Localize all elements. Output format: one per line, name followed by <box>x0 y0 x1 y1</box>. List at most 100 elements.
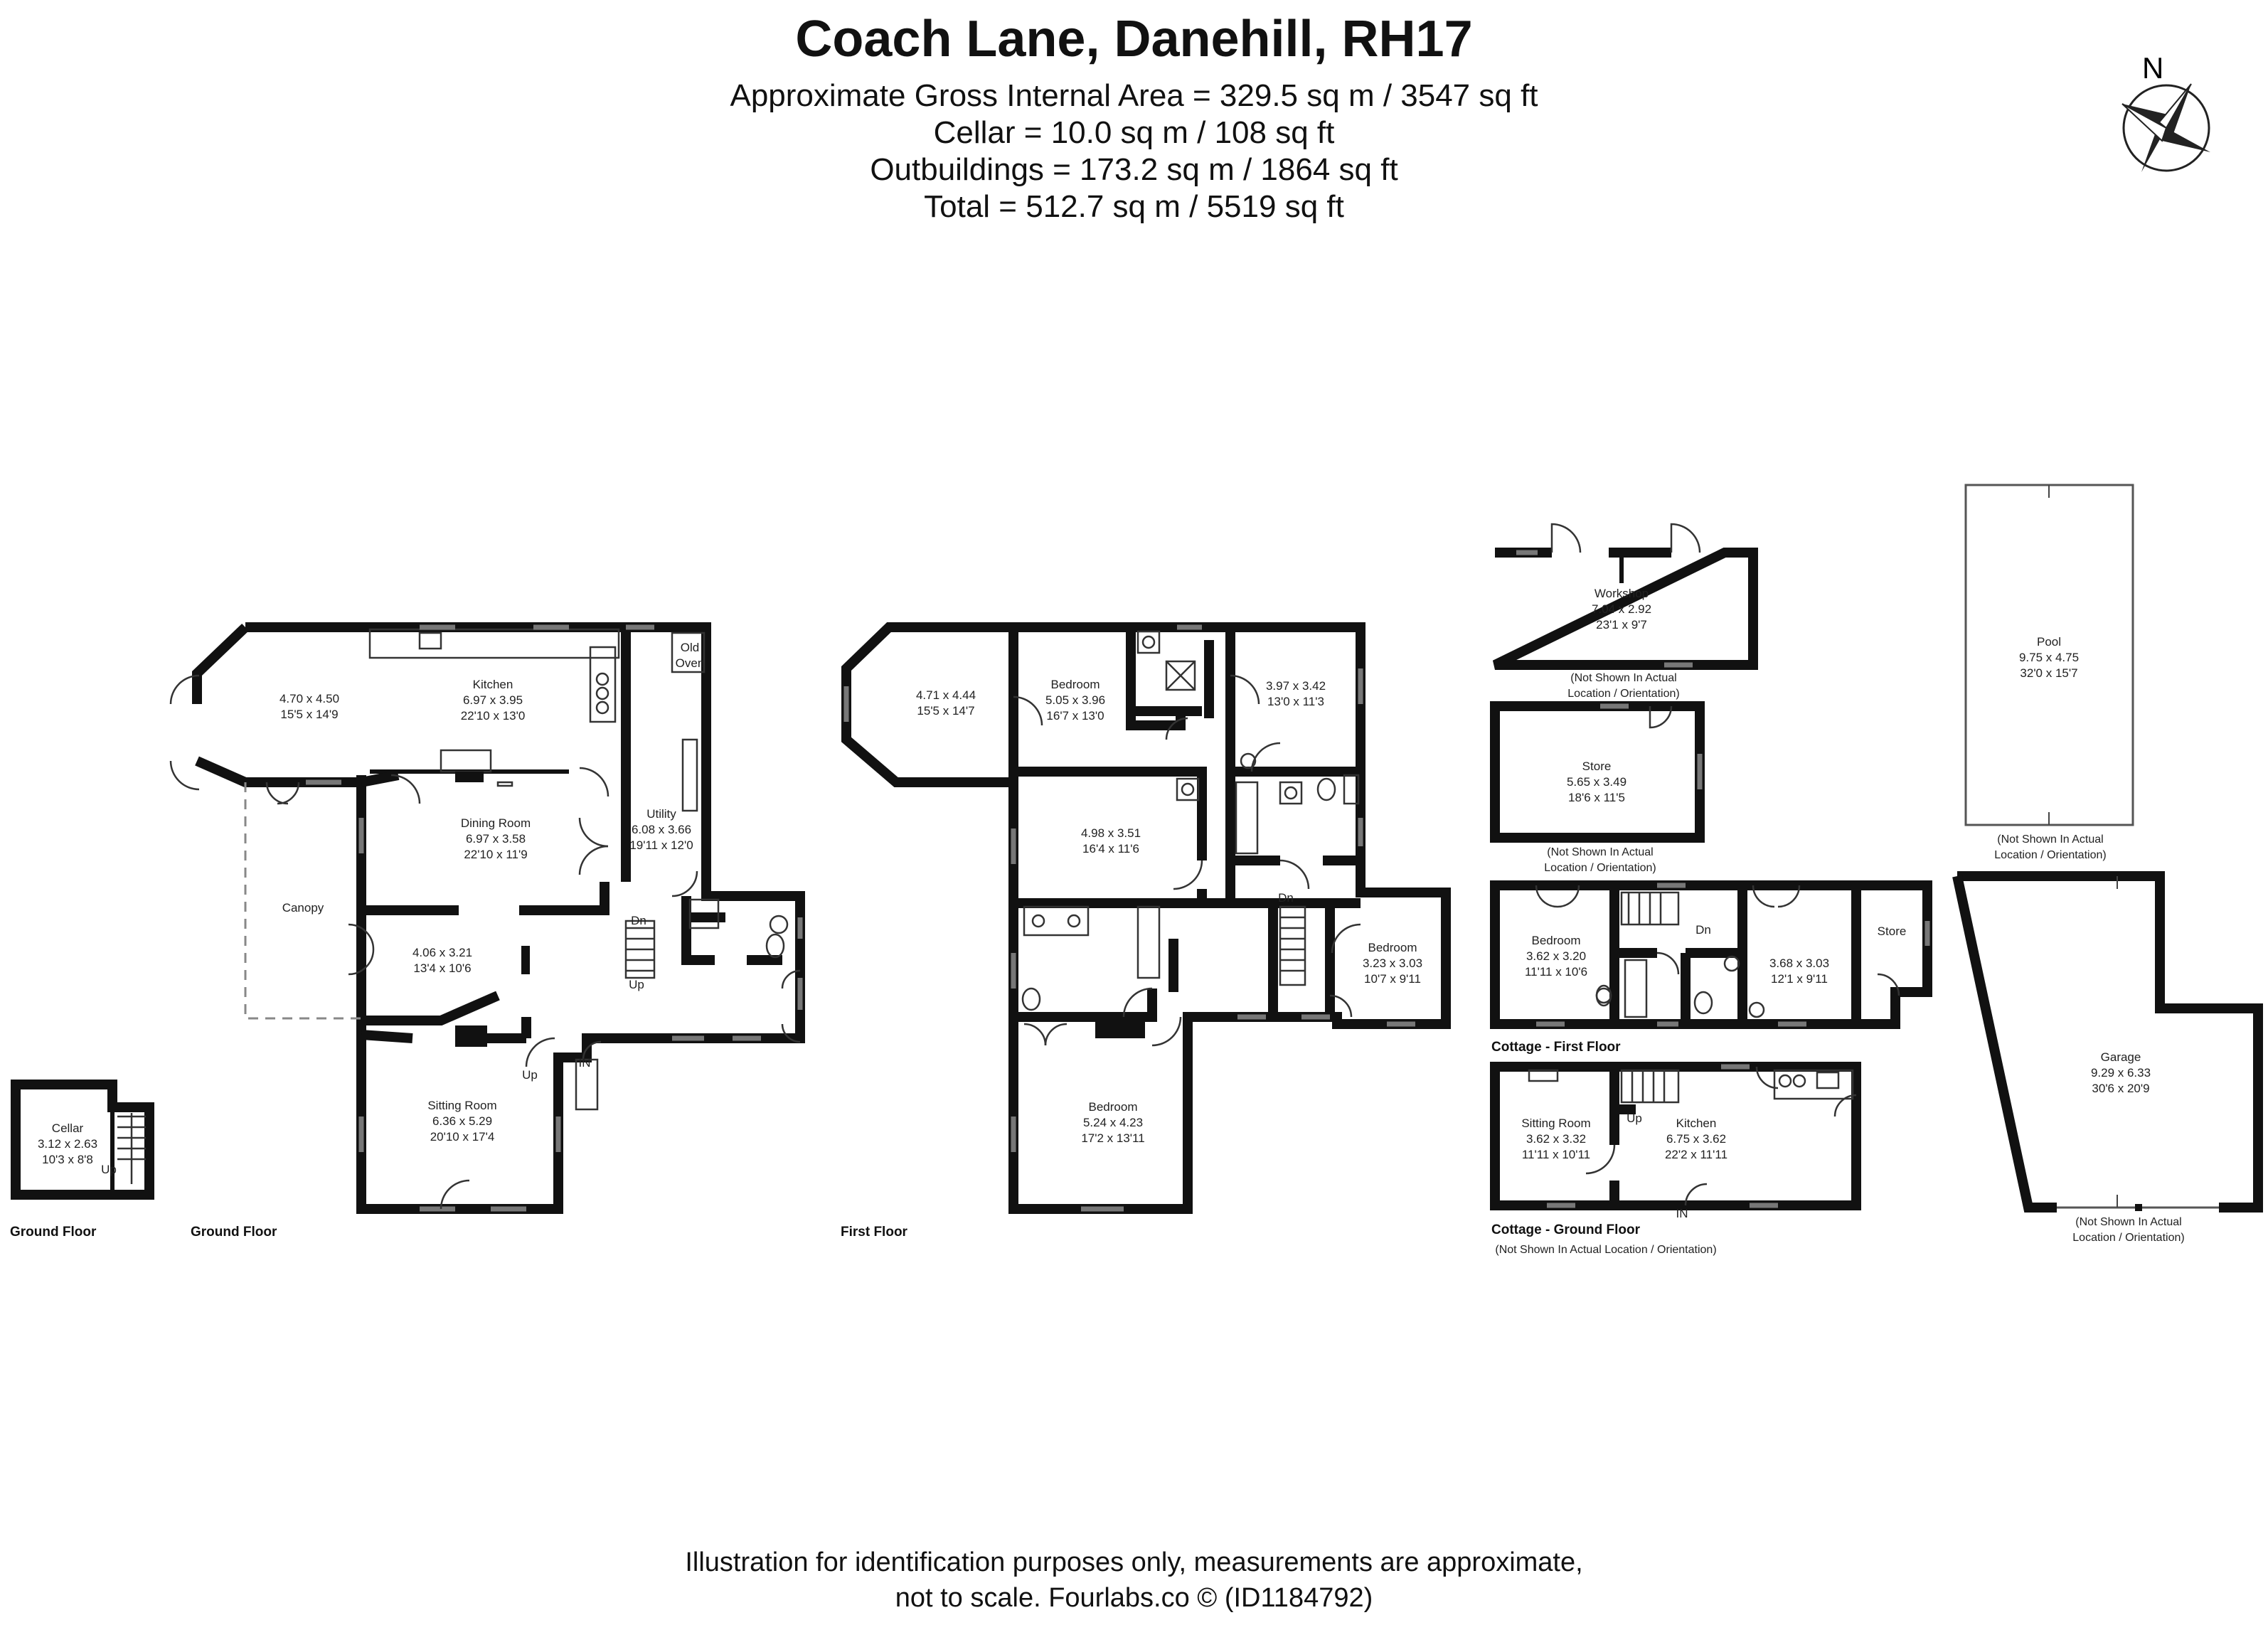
utility-metric: 6.08 x 3.66 <box>632 823 691 836</box>
page-title: Coach Lane, Danehill, RH17 <box>795 11 1473 68</box>
store-metric: 5.65 x 3.49 <box>1567 775 1627 789</box>
cellar-floor-label: Ground Floor <box>10 1225 97 1240</box>
store-note-1: (Not Shown In Actual <box>1547 846 1653 858</box>
gf-study-imperial: 13'4 x 10'6 <box>413 961 471 975</box>
workshop-note-2: Location / Orientation) <box>1567 688 1679 700</box>
old-oven-label-2: Oven <box>676 656 705 670</box>
workshop-note-1: (Not Shown In Actual <box>1570 672 1676 684</box>
outbuildings-area: Outbuildings = 173.2 sq m / 1864 sq ft <box>870 152 1398 187</box>
cottage-kitchen-name: Kitchen <box>1676 1117 1717 1130</box>
gf-in-label: IN <box>579 1056 591 1070</box>
gf-up-label-2: Up <box>522 1068 538 1082</box>
sitting-imperial: 20'10 x 17'4 <box>430 1130 495 1144</box>
cellar-name: Cellar <box>52 1121 84 1135</box>
ff-corner-imperial: 13'0 x 11'3 <box>1267 695 1324 708</box>
cottage-first-floor-plan: Bedroom 3.62 x 3.20 11'11 x 10'6 3.68 x … <box>1490 880 1932 1055</box>
store-name: Store <box>1582 760 1612 773</box>
ff-bay-imperial: 15'5 x 14'7 <box>917 704 974 718</box>
cottage-bed2-metric: 3.68 x 3.03 <box>1769 956 1829 970</box>
pool-name: Pool <box>2037 635 2061 649</box>
cottage-bed1-metric: 3.62 x 3.20 <box>1526 949 1586 963</box>
ff-mid-imperial: 16'4 x 11'6 <box>1082 842 1139 856</box>
gf-dn-label: Dn <box>631 914 646 927</box>
dining-imperial: 22'10 x 11'9 <box>464 848 527 861</box>
cottage-note: (Not Shown In Actual Location / Orientat… <box>1495 1244 1716 1256</box>
workshop-imperial: 23'1 x 9'7 <box>1596 618 1647 632</box>
cottage-kitchen-imperial: 22'2 x 11'11 <box>1665 1148 1727 1161</box>
cottage-dn-label: Dn <box>1695 923 1711 937</box>
kitchen-name: Kitchen <box>473 678 513 691</box>
ground-floor-plan: 4.70 x 4.50 15'5 x 14'9 Kitchen 6.97 x 3… <box>169 622 805 1214</box>
store-note-2: Location / Orientation) <box>1544 862 1656 874</box>
ff-bed1-name: Bedroom <box>1051 678 1100 691</box>
ff-bed-main-metric: 5.24 x 4.23 <box>1083 1116 1143 1129</box>
ff-dn-label: Dn <box>1278 891 1294 905</box>
cottage-ground-floor-plan: Sitting Room 3.62 x 3.32 11'11 x 10'11 K… <box>1490 1062 1861 1256</box>
garage-imperial: 30'6 x 20'9 <box>2092 1082 2149 1095</box>
garage-note-2: Location / Orientation) <box>2072 1232 2184 1244</box>
sitting-name: Sitting Room <box>427 1099 496 1112</box>
cottage-kitchen-metric: 6.75 x 3.62 <box>1666 1132 1726 1146</box>
gross-internal-area: Approximate Gross Internal Area = 329.5 … <box>730 78 1538 113</box>
cottage-bed2-imperial: 12'1 x 9'11 <box>1771 972 1828 986</box>
ff-bed-small-metric: 3.23 x 3.03 <box>1363 956 1422 970</box>
cellar-imperial: 10'3 x 8'8 <box>42 1153 93 1166</box>
ff-bed-small-imperial: 10'7 x 9'11 <box>1364 972 1421 986</box>
garage-plan: Garage 9.29 x 6.33 30'6 x 20'9 (Not Show… <box>1952 871 2263 1244</box>
ff-corner-metric: 3.97 x 3.42 <box>1266 679 1326 693</box>
ff-mid-metric: 4.98 x 3.51 <box>1081 826 1141 840</box>
ff-bay-metric: 4.71 x 4.44 <box>916 688 976 702</box>
gf-garden-room-imperial: 15'5 x 14'9 <box>280 708 338 721</box>
pool-metric: 9.75 x 4.75 <box>2019 651 2079 664</box>
ff-bed-main-name: Bedroom <box>1089 1100 1138 1114</box>
cottage-first-floor-label: Cottage - First Floor <box>1491 1040 1621 1055</box>
pool-note-2: Location / Orientation) <box>1994 849 2106 861</box>
cottage-sitting-imperial: 11'11 x 10'11 <box>1522 1148 1590 1161</box>
canopy-name: Canopy <box>282 901 324 915</box>
cottage-bed1-name: Bedroom <box>1532 934 1581 947</box>
first-floor-label: First Floor <box>841 1225 908 1240</box>
cellar-plan: Cellar 3.12 x 2.63 10'3 x 8'8 Up <box>11 1080 154 1200</box>
cellar-area: Cellar = 10.0 sq m / 108 sq ft <box>933 115 1335 150</box>
cottage-store-name: Store <box>1878 924 1907 938</box>
ff-bed1-imperial: 16'7 x 13'0 <box>1046 709 1104 723</box>
ground-floor-label: Ground Floor <box>191 1225 277 1240</box>
cottage-up-label: Up <box>1627 1112 1642 1125</box>
pool-plan: Pool 9.75 x 4.75 32'0 x 15'7 (Not Shown … <box>1964 484 2134 861</box>
ff-bed-main-imperial: 17'2 x 13'11 <box>1081 1131 1144 1145</box>
old-oven-label-1: Old <box>681 641 699 654</box>
gf-study-metric: 4.06 x 3.21 <box>412 946 472 959</box>
footer-line-1: Illustration for identification purposes… <box>685 1547 1583 1577</box>
workshop-metric: 7.04 x 2.92 <box>1592 602 1651 616</box>
cottage-sitting-name: Sitting Room <box>1521 1117 1590 1130</box>
store-imperial: 18'6 x 11'5 <box>1568 791 1625 804</box>
utility-name: Utility <box>646 807 676 821</box>
cottage-sitting-metric: 3.62 x 3.32 <box>1526 1132 1586 1146</box>
sitting-metric: 6.36 x 5.29 <box>432 1114 492 1128</box>
kitchen-imperial: 22'10 x 13'0 <box>461 709 526 723</box>
kitchen-metric: 6.97 x 3.95 <box>463 693 523 707</box>
pool-imperial: 32'0 x 15'7 <box>2020 666 2077 680</box>
gf-up-label: Up <box>629 978 644 991</box>
cottage-bed1-imperial: 11'11 x 10'6 <box>1525 965 1587 979</box>
footer-disclaimer: Illustration for identification purposes… <box>0 1545 2268 1616</box>
first-floor-plan: 4.71 x 4.44 15'5 x 14'7 Bedroom 5.05 x 3… <box>841 622 1451 1214</box>
dining-metric: 6.97 x 3.58 <box>466 832 526 846</box>
cottage-ground-floor-label: Cottage - Ground Floor <box>1491 1222 1641 1237</box>
cottage-in-label: IN <box>1676 1207 1688 1220</box>
cellar-up-label: Up <box>101 1163 117 1176</box>
total-area: Total = 512.7 sq m / 5519 sq ft <box>924 189 1344 224</box>
store-plan: Store 5.65 x 3.49 18'6 x 11'5 (Not Shown… <box>1490 701 1705 874</box>
gf-garden-room-metric: 4.70 x 4.50 <box>279 692 339 705</box>
garage-note-1: (Not Shown In Actual <box>2075 1216 2181 1228</box>
cellar-metric: 3.12 x 2.63 <box>38 1137 97 1151</box>
workshop-name: Workshop <box>1594 587 1649 600</box>
workshop-plan: Workshop 7.04 x 2.92 23'1 x 9'7 (Not Sho… <box>1492 523 1758 700</box>
dining-name: Dining Room <box>461 816 531 830</box>
compass-icon: N <box>2121 51 2210 172</box>
ff-bed1-metric: 5.05 x 3.96 <box>1045 693 1105 707</box>
garage-name: Garage <box>2101 1050 2141 1064</box>
footer-line-2: not to scale. Fourlabs.co © (ID1184792) <box>895 1583 1373 1613</box>
utility-imperial: 19'11 x 12'0 <box>629 838 693 852</box>
